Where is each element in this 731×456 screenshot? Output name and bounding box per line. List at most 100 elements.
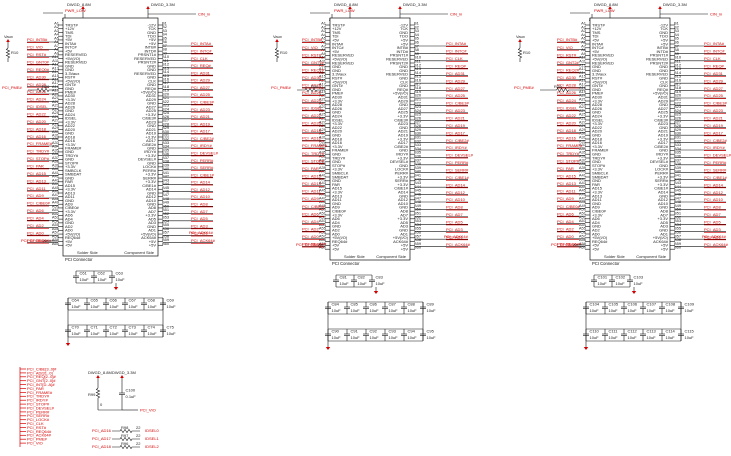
pin-number-right: B42 — [674, 176, 682, 181]
pin-number-right: B55 — [414, 226, 422, 231]
pin-number-right: B58 — [414, 237, 422, 242]
pin-number-left: A42 — [579, 176, 587, 181]
net-label-left: PCI_AD28 — [302, 83, 322, 88]
pin-name-right: AD8 — [148, 205, 157, 210]
pin-number-left: A60 — [52, 241, 60, 246]
net-label-right: PCI_ACK64# — [702, 234, 727, 239]
pin-name-left: AD11 — [332, 197, 342, 202]
pin-name-right: AD7 — [400, 212, 409, 217]
net-label-right: PCI_INTC# — [704, 49, 725, 54]
pin-name-left: +5V(I/O) — [65, 56, 81, 61]
cap-label: C86 — [370, 302, 378, 307]
pin-number-right: B37 — [674, 157, 682, 162]
pin-name-right: DEVSEL# — [390, 159, 409, 164]
pin-name-left: GND — [332, 159, 341, 164]
cap-label: C109 — [685, 302, 695, 307]
pin-name-left: GNT# — [332, 83, 343, 88]
net-label-right: PCI_INTA# — [704, 41, 725, 46]
pin-name-left: +3.3V — [592, 144, 603, 149]
pin-name-left: FRAME# — [592, 148, 609, 153]
pin-name-left: AD2 — [332, 228, 341, 233]
pin-number-left: A32 — [579, 138, 587, 143]
pin-name-left: PME# — [65, 90, 77, 95]
pin-name-right: TCK — [148, 26, 156, 31]
cap-label: C83 — [376, 275, 384, 280]
pin-name-left: +3.3V — [65, 164, 76, 169]
pin-number-right: B6 — [414, 40, 420, 45]
net-label-left: PCI_AD0 — [557, 234, 574, 239]
pin-name-right: AD21 — [398, 129, 409, 134]
pin-number-left: A17 — [319, 81, 327, 86]
cap-value: 10uF — [666, 308, 676, 313]
pin-name-right: AD23 — [398, 121, 409, 126]
pin-name-right: AD29 — [146, 97, 157, 102]
pin-name-left: +5V(I/O) — [65, 231, 81, 236]
pin-name-left: TDI — [592, 34, 598, 39]
pin-name-right: ACK64# — [653, 239, 669, 244]
pin-number-right: B9 — [162, 50, 168, 55]
pin-name-right: AD31 — [146, 93, 157, 98]
pin-name-left: C/BE0# — [592, 209, 607, 214]
pin-name-right: +5V(I/O) — [141, 90, 157, 95]
pin-number-right: B60 — [674, 245, 682, 250]
pin-number-left: A30 — [579, 131, 587, 136]
net-label-right: PCI_IRDY# — [446, 145, 467, 150]
pin-number-left: A39 — [52, 162, 60, 167]
pin-name-right: GND — [399, 102, 408, 107]
pin-name-left: AD6 — [592, 216, 601, 221]
pin-number-right: B25 — [414, 112, 422, 117]
series-left-net: PCI_AD18 — [92, 444, 112, 449]
pin-name-right: REQ# — [145, 86, 157, 91]
pin-name-left: AD26 — [332, 106, 343, 111]
net-label-right: PCI_PERR# — [446, 160, 469, 165]
pin-name-right: PERR# — [655, 171, 669, 176]
pin-name-left: AD24 — [592, 114, 603, 119]
net-label-right: PCI_AD27 — [191, 85, 211, 90]
pin-name-right: AD3 — [400, 224, 409, 229]
pin-number-left: A39 — [319, 165, 327, 170]
pin-name-right: GND — [659, 64, 668, 69]
net-label-right: PCI_AD5 — [446, 219, 463, 224]
net-label-left: PCI_RST# — [302, 52, 322, 57]
cap-value: 10uF — [91, 304, 101, 309]
pin-name-left: GND — [332, 133, 341, 138]
pin-name-left: +5V — [65, 37, 73, 42]
pin-name-left: GND — [592, 159, 601, 164]
pin-name-left: AD9 — [65, 202, 74, 207]
pin-number-right: B51 — [414, 211, 422, 216]
pin-number-right: B41 — [162, 170, 170, 175]
pin-number-right: B4 — [162, 32, 168, 37]
pin-name-right: C/BE2# — [142, 142, 157, 147]
net-label-left: PCI_AD20 — [302, 120, 322, 125]
net-label-right: PCI_C/BE2# — [704, 138, 727, 143]
pin-number-left: A58 — [579, 237, 587, 242]
pin-name-right: GND — [147, 202, 156, 207]
net-label: PCI_RST# — [27, 425, 47, 430]
net-label-right: PCI_AD17 — [191, 129, 211, 134]
pin-name-right: +3.3V — [657, 174, 668, 179]
pin-name-right: GND — [147, 123, 156, 128]
pin-number-left: A4 — [321, 32, 327, 37]
net-label-left: PCI_AD4 — [557, 219, 574, 224]
pin-number-left: A44 — [52, 181, 60, 186]
pin-name-right: AD10 — [398, 201, 409, 206]
pin-name-left: STOP# — [65, 160, 79, 165]
net-label: PCI_SERR# — [27, 413, 50, 418]
pin-name-right: AD17 — [658, 140, 669, 145]
net-label-left: PCI_AD2 — [302, 226, 319, 231]
cap-value: 10uF — [427, 308, 437, 313]
pin-number-left: A56 — [579, 230, 587, 235]
pin-name-right: LOCK# — [655, 167, 669, 172]
pin-number-left: A55 — [319, 226, 327, 231]
pin-name-left: AD20 — [592, 129, 603, 134]
pin-name-right: GND — [399, 68, 408, 73]
pin-name-left: REQ64# — [592, 239, 608, 244]
pin-number-left: A38 — [579, 161, 587, 166]
pin-name-right: GND — [399, 83, 408, 88]
pin-number-right: B49 — [162, 200, 170, 205]
pin-number-right: B47 — [674, 195, 682, 200]
net-label-left: PCI_AD22 — [27, 111, 47, 116]
